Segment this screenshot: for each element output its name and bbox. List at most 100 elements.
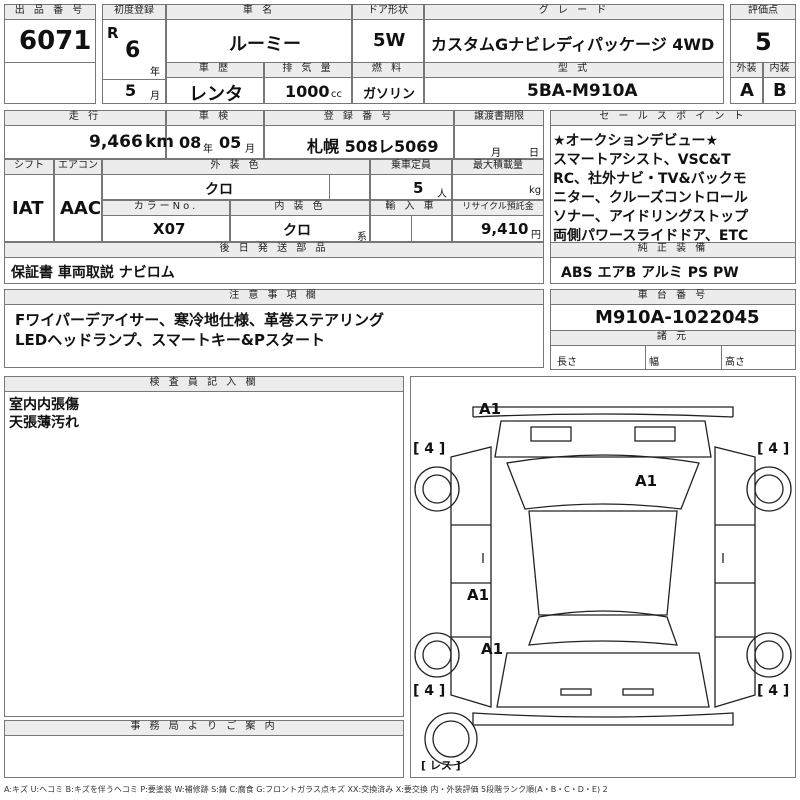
selling-point: ソナー、アイドリングストップ xyxy=(553,209,749,225)
displacement: 1000 xyxy=(285,82,330,101)
exterior-color-header: 外 装 色 xyxy=(102,159,370,175)
car-name-cell: ルーミー xyxy=(166,19,352,63)
rating-cell: 5 xyxy=(730,19,796,63)
car-name: ルーミー xyxy=(229,34,301,55)
recycle-header: リサイクル預託金 xyxy=(452,200,544,216)
transfer-cell: 月 日 xyxy=(454,125,544,159)
door-type: 5W xyxy=(373,30,406,51)
capacity-header: 乗車定員 xyxy=(370,159,452,175)
month-unit: 月 xyxy=(150,91,160,102)
damage-mark: A1 xyxy=(467,586,490,604)
max-load-cell: kg xyxy=(452,174,544,200)
inspector-note: 天張薄汚れ xyxy=(9,415,79,431)
inspection-month-unit: 月 xyxy=(245,144,255,155)
note-line: LEDヘッドランプ、スマートキー&Pスタート xyxy=(15,331,325,349)
inspector-header: 検 査 員 記 入 欄 xyxy=(4,376,404,392)
interior-grade-cell: B xyxy=(763,77,796,104)
door-type-header: ドア形状 xyxy=(352,4,424,20)
lot-number-header: 出 品 番 号 xyxy=(4,4,96,20)
selling-point: ★オークションデビュー★ xyxy=(553,133,719,149)
capacity-unit: 人 xyxy=(437,189,447,200)
mileage-header: 走 行 xyxy=(4,110,166,126)
damage-mark: A1 xyxy=(479,400,502,418)
selling-point: 両側パワースライドドア、ETC xyxy=(553,228,749,244)
interior-color-unit: 系 xyxy=(357,232,367,243)
door-type-cell: 5W xyxy=(352,19,424,63)
shift-header: シフト xyxy=(4,159,54,175)
lot-empty-cell xyxy=(4,62,96,104)
shift-cell: IAT xyxy=(4,174,54,242)
registration-cell: 札幌 508レ5069 xyxy=(264,125,454,159)
model-type: 5BA-M910A xyxy=(527,81,638,101)
displacement-header: 排 気 量 xyxy=(264,62,352,78)
inspection-year: 08 xyxy=(179,133,202,152)
history: レンタ xyxy=(189,84,243,105)
selling-point: スマートアシスト、VSC&T xyxy=(553,152,731,168)
inspection-header: 車 検 xyxy=(166,110,264,126)
selling-point: ニター、クルーズコントロール xyxy=(553,190,748,206)
lot-number-cell: 6071 xyxy=(4,19,96,63)
car-outline-diagram xyxy=(414,406,792,766)
chassis-number: M910A-1022045 xyxy=(595,307,760,328)
grade-cell: カスタムGナビレディパッケージ 4WD xyxy=(424,19,724,63)
lot-number: 6071 xyxy=(19,26,92,56)
interior-grade: B xyxy=(773,80,787,101)
genuine-equipment: ABS エアB アルミ PS PW xyxy=(561,265,739,281)
tire-label-front-right: [ 4 ] xyxy=(757,441,790,457)
dimensions-cell: 長さ 幅 高さ xyxy=(550,345,796,370)
first-registration-header: 初度登録 xyxy=(102,4,166,20)
fuel-cell: ガソリン xyxy=(352,77,424,104)
genuine-equipment-cell: ABS エアB アルミ PS PW xyxy=(550,257,796,284)
shift: IAT xyxy=(12,198,44,219)
transfer-day: 日 xyxy=(529,148,539,159)
note-line: Fワイパーデアイサー、寒冷地仕様、革巻ステアリング xyxy=(15,311,385,329)
damage-mark: A1 xyxy=(481,640,504,658)
dim-width: 幅 xyxy=(649,357,659,368)
fuel: ガソリン xyxy=(363,87,416,102)
exterior-grade-header: 外装 xyxy=(730,62,763,78)
inspection-year-unit: 年 xyxy=(203,144,213,155)
interior-color-cell: クロ 系 xyxy=(230,215,370,243)
recycle-fee: 9,410 xyxy=(481,220,529,238)
recycle-unit: 円 xyxy=(531,230,541,241)
rating-header: 評価点 xyxy=(730,4,796,20)
history-cell: レンタ xyxy=(166,77,264,105)
selling-points-header: セ ー ル ス ポ イ ン ト xyxy=(550,110,796,126)
first-reg-month: 5 xyxy=(125,81,137,100)
history-header: 車 歴 xyxy=(166,62,264,78)
dimensions-header: 諸 元 xyxy=(550,330,796,346)
recycle-cell: 9,410 円 xyxy=(452,215,544,242)
import-cell xyxy=(370,215,452,242)
transfer-header: 譲渡書期限 xyxy=(454,110,544,126)
fuel-header: 燃 料 xyxy=(352,62,424,78)
color-no-header: カラーNo. xyxy=(102,200,230,216)
registration-header: 登 録 番 号 xyxy=(264,110,454,126)
mileage: 9,466 xyxy=(89,132,143,152)
office-header: 事 務 局 よ り ご 案 内 xyxy=(4,720,404,736)
color-no: X07 xyxy=(153,220,186,238)
capacity-cell: 5 人 xyxy=(370,174,452,200)
chassis-number-cell: M910A-1022045 xyxy=(550,304,796,331)
first-reg-month-cell: 5 月 xyxy=(102,79,166,104)
mileage-cell: 9,466 km xyxy=(4,125,174,159)
inspection-cell: 08 年 05 月 xyxy=(166,125,264,159)
year-unit: 年 xyxy=(150,67,160,78)
exterior-grade: A xyxy=(740,80,754,101)
registration: 札幌 508レ5069 xyxy=(307,137,439,156)
displacement-cell: 1000 cc xyxy=(264,77,352,104)
model-type-header: 型 式 xyxy=(424,62,724,78)
inspector-cell: 室内内張傷 天張薄汚れ xyxy=(4,391,404,717)
selling-points-cell: ★オークションデビュー★ スマートアシスト、VSC&T RC、社外ナビ・TV&バ… xyxy=(550,125,796,244)
color-no-cell: X07 xyxy=(102,215,230,242)
chassis-number-header: 車 台 番 号 xyxy=(550,289,796,305)
notes-cell: Fワイパーデアイサー、寒冷地仕様、革巻ステアリング LEDヘッドランプ、スマート… xyxy=(4,304,544,368)
aircon-header: エアコン xyxy=(54,159,102,175)
grade-header: グ レ ー ド xyxy=(424,4,724,20)
inspection-month: 05 xyxy=(219,133,242,152)
damage-mark: A1 xyxy=(635,472,658,490)
interior-color: クロ xyxy=(283,223,311,239)
max-load-unit: kg xyxy=(529,185,542,196)
tire-label-front-left: [ 4 ] xyxy=(413,441,446,457)
inspector-note: 室内内張傷 xyxy=(9,397,79,413)
exterior-color: クロ xyxy=(205,182,233,198)
